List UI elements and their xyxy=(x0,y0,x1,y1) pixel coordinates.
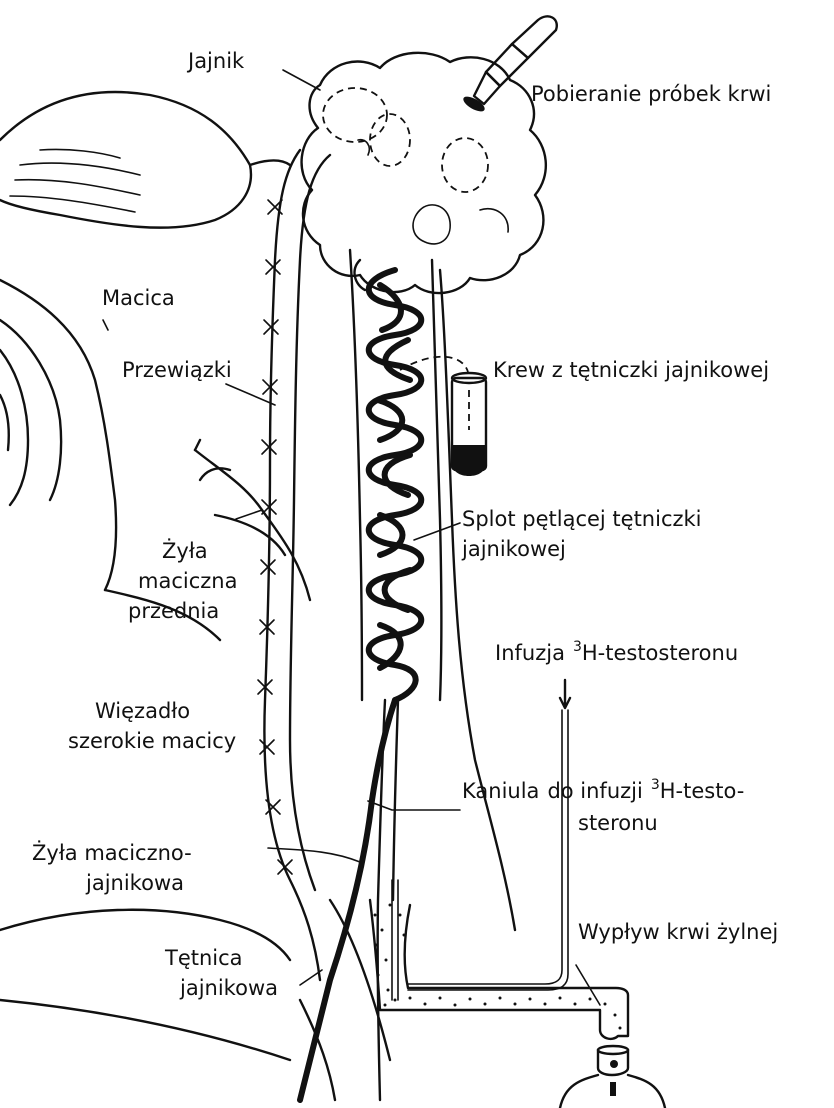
label-ovarian-artery-blood: Krew z tętniczki jajnikowej xyxy=(493,358,769,382)
label-cannula-sup: 3 xyxy=(651,777,660,793)
ligature-stitches xyxy=(258,200,292,874)
label-anterior-uterine-vein-1: Żyła xyxy=(162,538,208,563)
label-infusion-sup: 3 xyxy=(573,639,582,655)
artery-plexus-drawing xyxy=(300,250,442,1100)
label-uterus: Macica xyxy=(102,286,175,310)
label-broad-ligament-2: szerokie macicy xyxy=(68,729,236,753)
label-venous-outflow: Wypływ krwi żylnej xyxy=(578,920,778,944)
ovary-drawing xyxy=(302,53,546,293)
label-infusion-compound: H-testosteronu xyxy=(582,641,738,665)
label-uterine-ovarian-vein-2: jajnikowa xyxy=(85,871,184,895)
label-uterine-ovarian-vein-1: Żyła maciczno- xyxy=(32,840,192,865)
label-cannula-line2: steronu xyxy=(578,811,658,835)
label-artery-plexus-1: Splot pętlącej tętniczki xyxy=(462,507,702,531)
label-cannula-c: H-testo- xyxy=(660,779,745,803)
label-infusion: Infuzja 3H-testosteronu xyxy=(495,639,738,665)
label-ovarian-artery-1: Tętnica xyxy=(164,946,243,970)
label-artery-plexus-2: jajnikowej xyxy=(461,537,566,561)
label-infusion-text: Infuzja xyxy=(495,641,565,665)
collection-vessel-drawing xyxy=(560,1046,665,1108)
label-cannula-a: Kaniula xyxy=(462,779,539,803)
label-anterior-uterine-vein-2: maciczna xyxy=(138,569,237,593)
label-ovarian-artery-2: jajnikowa xyxy=(179,976,278,1000)
infusion-cannula-drawing xyxy=(392,680,570,1000)
label-anterior-uterine-vein-3: przednia xyxy=(128,599,219,623)
label-ovary: Jajnik xyxy=(186,49,245,73)
label-ligatures: Przewiązki xyxy=(122,358,232,382)
label-broad-ligament-1: Więzadło xyxy=(95,699,190,723)
label-blood-sampling: Pobieranie próbek krwi xyxy=(531,82,771,106)
test-tube-drawing xyxy=(400,357,486,476)
label-cannula-b: do infuzji xyxy=(547,779,642,803)
label-cannula-line1: Kaniula do infuzji 3H-testo- xyxy=(462,777,744,803)
